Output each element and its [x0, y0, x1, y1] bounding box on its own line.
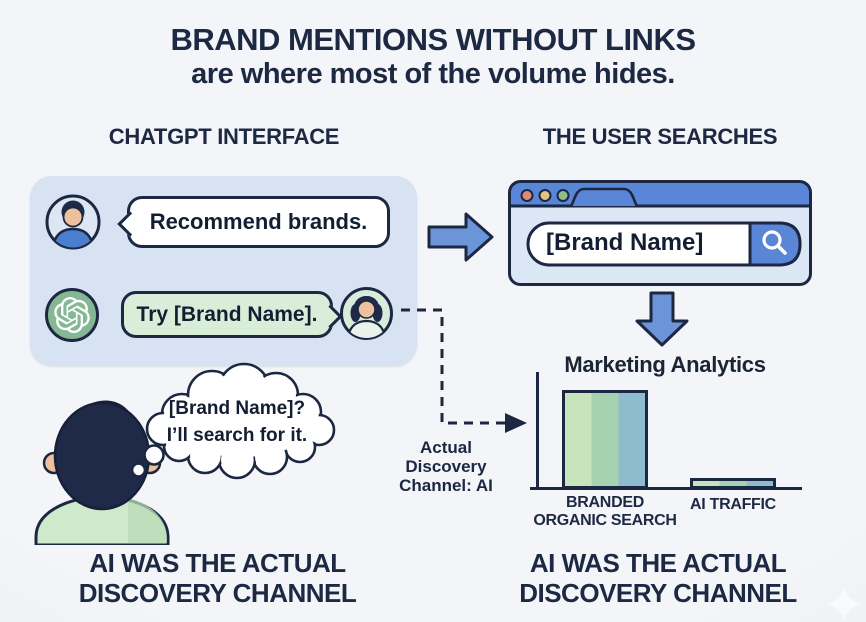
user-message-text: Recommend brands. [149, 209, 368, 234]
bar-label-branded: BRANDED ORGANIC SEARCH [533, 494, 677, 529]
thought-bubble-text: [Brand Name]? I’ll search for it. [166, 398, 308, 446]
chart-y-axis [536, 372, 539, 490]
window-controls[interactable] [521, 189, 570, 203]
bar-label-ai-traffic: AI TRAFFIC [690, 496, 776, 513]
search-button[interactable] [750, 223, 800, 265]
chatgpt-section-heading: CHATGPT INTERFACE [108, 124, 340, 149]
dashed-arrow-icon [401, 308, 527, 433]
search-input[interactable]: [Brand Name] [546, 229, 704, 256]
right-caption: AI WAS THE ACTUAL DISCOVERY CHANNEL [519, 548, 797, 608]
thought-bubble-icon [130, 362, 336, 480]
ai-message-text: Try [Brand Name]. [136, 302, 318, 326]
bar-ai-traffic [690, 478, 776, 489]
window-dots-icon [520, 189, 570, 202]
search-bar [526, 221, 802, 267]
person-icon [34, 400, 170, 545]
user-avatar-icon [45, 194, 101, 250]
arrow-right-icon [427, 212, 494, 262]
search-section-heading: THE USER SEARCHES [542, 124, 778, 149]
ai-message-bubble: Try [Brand Name]. [121, 291, 343, 338]
chart-x-axis [530, 487, 802, 490]
main-title-line1: BRAND MENTIONS WITHOUT LINKS [170, 22, 696, 57]
assistant-avatar-icon [340, 287, 393, 340]
annotation-actual-discovery-channel: Actual Discovery Channel: AI [399, 438, 493, 495]
arrow-down-icon [635, 291, 689, 347]
main-title-line2: are where most of the volume hides. [191, 58, 675, 90]
user-message-bubble: Recommend brands. [117, 196, 390, 248]
browser-window [508, 180, 812, 286]
search-icon [762, 230, 787, 255]
left-caption: AI WAS THE ACTUAL DISCOVERY CHANNEL [78, 548, 357, 608]
watermark-star-icon [826, 586, 862, 622]
bar-branded-organic-search [562, 390, 648, 489]
chart-title: Marketing Analytics [564, 352, 766, 377]
chatgpt-logo-icon [45, 288, 99, 342]
